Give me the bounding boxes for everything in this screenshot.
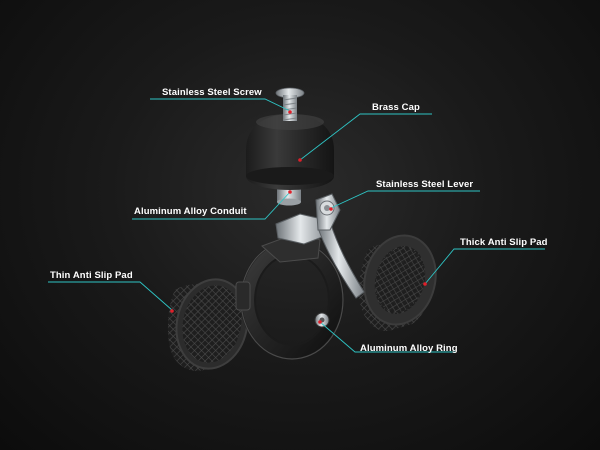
label-aluminum-alloy-conduit: Aluminum Alloy Conduit [134,206,247,217]
marker-dot-ring [318,320,322,324]
callout-line-thin-pad [48,281,173,311]
callout-line-conduit [132,191,291,220]
thick-anti-slip-pad [359,234,437,332]
label-aluminum-alloy-ring: Aluminum Alloy Ring [360,343,458,354]
label-thin-anti-slip-pad: Thin Anti Slip Pad [50,270,133,281]
aluminum-alloy-ring [235,231,344,360]
label-stainless-steel-lever: Stainless Steel Lever [376,179,474,190]
brass-cap [246,114,334,190]
callout-line-brass-cap [299,113,432,161]
label-thick-anti-slip-pad: Thick Anti Slip Pad [460,237,548,248]
thin-anti-slip-pad [167,278,249,371]
label-stainless-steel-screw: Stainless Steel Screw [162,87,262,98]
marker-dots [170,110,427,324]
marker-dot-lever [329,207,333,211]
callout-line-lever [330,190,480,209]
marker-dot-brass-cap [298,158,302,162]
marker-dot-thin-pad [170,309,174,313]
callout-line-screw [150,98,291,112]
marker-dot-thick-pad [423,282,427,286]
marker-dot-screw [288,110,292,114]
stainless-steel-screw [275,87,305,121]
callout-lines [48,98,545,353]
marker-dot-conduit [288,190,292,194]
label-brass-cap: Brass Cap [372,102,420,113]
callout-line-ring [319,321,455,353]
stainless-steel-lever [275,193,365,299]
callout-line-thick-pad [424,248,545,285]
